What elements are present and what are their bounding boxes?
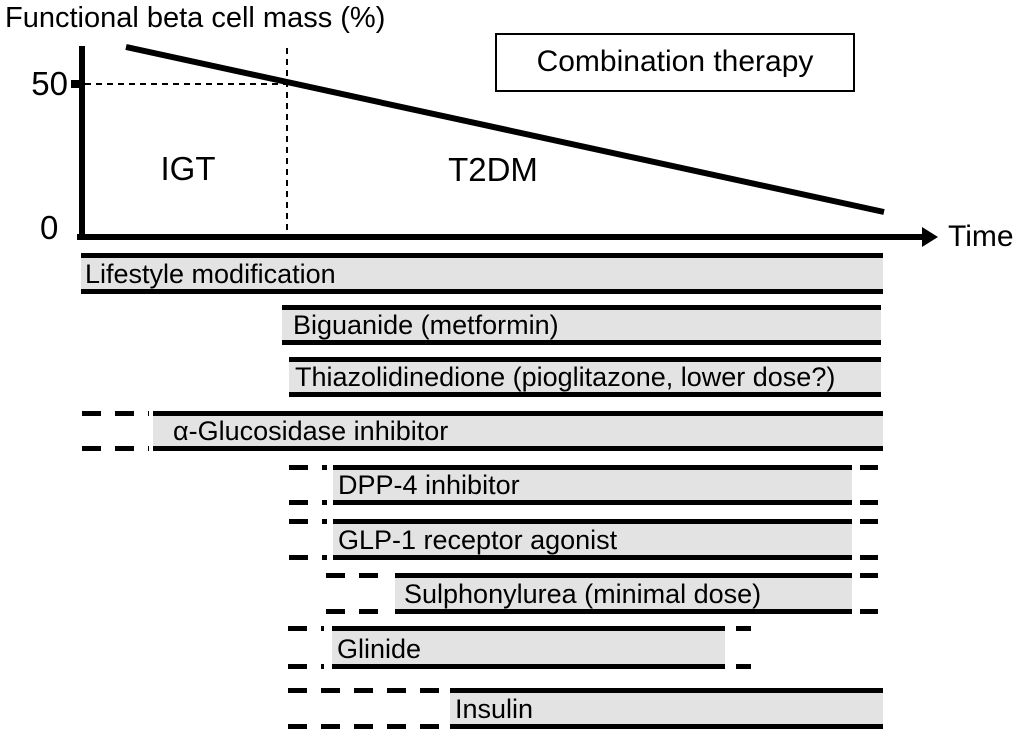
- combination-therapy-label: Combination therapy: [536, 45, 814, 78]
- therapy-bar-dpp4-inhibitor: DPP-4 inhibitor: [333, 465, 852, 505]
- dashed-tail-segment: [736, 626, 751, 669]
- therapy-label: α-Glucosidase inhibitor: [173, 416, 449, 446]
- therapy-label: Lifestyle modification: [85, 259, 336, 289]
- time-label: Time: [948, 220, 1014, 253]
- therapy-bar-glp1-receptor-agonist: GLP-1 receptor agonist: [333, 519, 852, 560]
- therapy-bar-alpha-glucosidase-inhibitor: α-Glucosidase inhibitor: [153, 411, 883, 451]
- therapy-label: Biguanide (metformin): [293, 310, 559, 340]
- dashed-tail-segment: [860, 465, 878, 505]
- therapy-label: Sulphonylurea (minimal dose): [404, 579, 762, 609]
- therapy-label: DPP-4 inhibitor: [338, 470, 520, 500]
- y-tick-50-mark: [71, 80, 84, 88]
- therapy-label: Insulin: [455, 694, 534, 724]
- y-tick-0-label: 0: [40, 209, 59, 246]
- x-axis-arrowhead-icon: [922, 227, 938, 247]
- dashed-lead-segment: [326, 573, 387, 614]
- therapy-bar-insulin: Insulin: [450, 688, 883, 729]
- dashed-lead-segment: [289, 465, 327, 505]
- dashed-lead-segment: [288, 688, 444, 729]
- x-axis-line: [77, 234, 925, 240]
- dashed-tail-segment: [860, 573, 878, 614]
- therapy-label: Thiazolidinedione (pioglitazone, lower d…: [295, 362, 836, 392]
- therapy-bar-thiazolidinedione: Thiazolidinedione (pioglitazone, lower d…: [289, 357, 881, 397]
- beta-cell-decline-line: [125, 44, 885, 215]
- igt-label: IGT: [160, 150, 216, 187]
- therapy-bar-biguanide: Biguanide (metformin): [282, 305, 881, 345]
- y-tick-50-label: 50: [31, 65, 68, 102]
- dashed-lead-segment: [82, 411, 149, 451]
- therapy-bar-sulphonylurea: Sulphonylurea (minimal dose): [395, 573, 852, 614]
- t2dm-label: T2DM: [448, 151, 538, 188]
- therapy-label: Glinide: [337, 634, 422, 664]
- therapy-label: GLP-1 receptor agonist: [338, 525, 618, 555]
- dashed-tail-segment: [860, 519, 878, 560]
- therapy-bar-glinide: Glinide: [332, 626, 725, 669]
- dashed-lead-segment: [288, 626, 324, 669]
- dashed-lead-segment: [289, 519, 327, 560]
- y-axis-title: Functional beta cell mass (%): [5, 2, 386, 34]
- combination-therapy-box: Combination therapy: [495, 33, 855, 92]
- y-axis-line: [79, 46, 85, 237]
- therapy-bar-lifestyle-modification: Lifestyle modification: [81, 253, 883, 294]
- chart-lines: [85, 44, 885, 234]
